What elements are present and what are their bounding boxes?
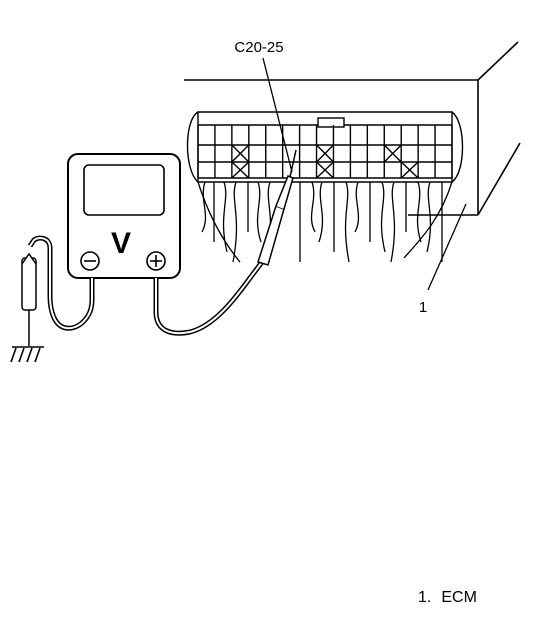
harness-wire — [310, 181, 316, 233]
harness-wire — [380, 181, 386, 253]
harness-wire — [256, 181, 262, 243]
ecm-connector-icon — [186, 111, 464, 183]
positive-terminal-icon — [146, 251, 166, 271]
wire-harness — [197, 181, 453, 263]
harness-wire — [426, 181, 432, 253]
callout-number: 1 — [419, 299, 427, 316]
harness-wire — [344, 181, 350, 263]
legend: 1. ECM — [418, 589, 477, 607]
harness-wire — [390, 181, 396, 263]
harness-wire — [201, 181, 207, 233]
empty-cavity-mark — [231, 144, 250, 163]
ground-icon — [10, 346, 44, 363]
meter-face-letter: V — [111, 227, 131, 260]
harness-outline — [403, 181, 453, 259]
harness-wire — [354, 181, 360, 233]
empty-cavity-mark — [316, 161, 334, 179]
harness-outline — [197, 181, 241, 263]
negative-terminal-icon — [80, 251, 100, 271]
positive-lead — [153, 260, 264, 336]
empty-cavity-mark — [231, 161, 250, 179]
harness-wire — [232, 181, 238, 263]
ecm-callout: 1 — [419, 203, 467, 316]
connector-label: C20-25 — [234, 39, 283, 56]
connector-callout: C20-25 — [234, 39, 293, 173]
voltmeter-icon: V — [67, 153, 181, 279]
negative-lead — [27, 235, 95, 331]
harness-wire — [416, 181, 422, 243]
ecm-housing — [184, 41, 521, 216]
legend-number: 1. — [418, 589, 432, 606]
harness-wire — [318, 181, 324, 243]
empty-cavity-mark — [316, 144, 334, 163]
empty-cavity-mark — [400, 161, 419, 179]
probe-icon — [257, 149, 297, 266]
empty-cavity-mark — [383, 144, 402, 163]
legend-text: ECM — [441, 589, 477, 606]
ground-probe-icon — [21, 252, 37, 346]
